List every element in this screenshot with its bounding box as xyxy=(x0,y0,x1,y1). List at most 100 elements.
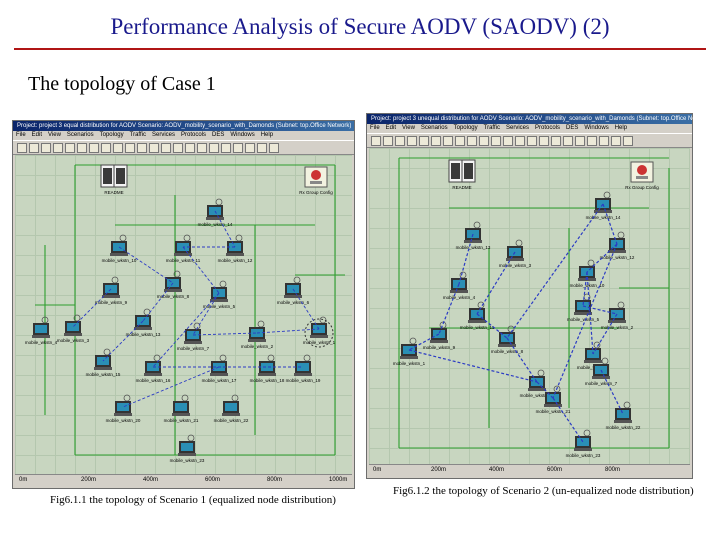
left-mobile-workstation-node[interactable]: mobile_wkstn_14 xyxy=(198,198,233,227)
right-mobile-workstation-node[interactable]: mobile_wkstn_3 xyxy=(499,239,532,268)
right-mobile-workstation-node[interactable]: mobile_wkstn_5 xyxy=(567,293,600,322)
right-toolbar-button[interactable] xyxy=(623,136,633,146)
left-menu-item[interactable]: Services xyxy=(151,132,175,138)
left-toolbar-button[interactable] xyxy=(17,143,27,153)
left-mobile-workstation-node[interactable]: mobile_wkstn_7 xyxy=(177,322,210,351)
right-toolbar-button[interactable] xyxy=(599,136,609,146)
left-menu-item[interactable]: Topology xyxy=(99,132,124,138)
left-mobile-workstation-node[interactable]: mobile_wkstn_5 xyxy=(203,280,236,309)
left-mobile-workstation-node[interactable]: mobile_wkstn_16 xyxy=(136,354,171,383)
left-toolbar-button[interactable] xyxy=(125,143,135,153)
left-toolbar-button[interactable] xyxy=(77,143,87,153)
right-menu-item[interactable]: Edit xyxy=(385,125,397,131)
left-readme-book-icon[interactable]: README xyxy=(100,164,128,195)
left-toolbar-button[interactable] xyxy=(101,143,111,153)
left-toolbar-button[interactable] xyxy=(209,143,219,153)
left-mobile-workstation-node[interactable]: mobile_wkstn_4 xyxy=(25,316,58,345)
right-mobile-workstation-node[interactable]: mobile_wkstn_2 xyxy=(601,301,634,330)
right-menu-item[interactable]: DES xyxy=(566,125,579,131)
right-toolbar-button[interactable] xyxy=(407,136,417,146)
left-menu-item[interactable]: DES xyxy=(212,132,225,138)
left-mobile-workstation-node[interactable]: mobile_wkstn_17 xyxy=(202,354,237,383)
left-menu-item[interactable]: Scenarios xyxy=(66,132,94,138)
left-toolbar-button[interactable] xyxy=(137,143,147,153)
left-mobile-workstation-node[interactable]: mobile_wkstn_15 xyxy=(86,348,121,377)
right-menu-item[interactable]: View xyxy=(402,125,415,131)
left-toolbar-button[interactable] xyxy=(233,143,243,153)
left-mobile-workstation-node[interactable]: mobile_wkstn_20 xyxy=(106,394,141,423)
right-toolbar-button[interactable] xyxy=(419,136,429,146)
left-toolbar-button[interactable] xyxy=(245,143,255,153)
left-menu-item[interactable]: Traffic xyxy=(129,132,146,138)
right-toolbar-button[interactable] xyxy=(395,136,405,146)
left-mobile-workstation-node[interactable]: mobile_wkstn_21 xyxy=(164,394,199,423)
right-menu-item[interactable]: Scenarios xyxy=(420,125,448,131)
right-toolbar-button[interactable] xyxy=(467,136,477,146)
right-menu-item[interactable]: Services xyxy=(505,125,529,131)
left-menu-item[interactable]: Help xyxy=(260,132,274,138)
right-toolbar-button[interactable] xyxy=(551,136,561,146)
left-toolbar-button[interactable] xyxy=(89,143,99,153)
left-toolbar-button[interactable] xyxy=(173,143,183,153)
right-toolbar-button[interactable] xyxy=(371,136,381,146)
right-toolbar-button[interactable] xyxy=(443,136,453,146)
left-mobile-workstation-node[interactable]: mobile_wkstn_12 xyxy=(218,234,253,263)
left-mobile-workstation-node[interactable]: mobile_wkstn_23 xyxy=(170,434,205,463)
right-mobile-workstation-node[interactable]: mobile_wkstn_13 xyxy=(456,221,491,250)
left-menu-item[interactable]: View xyxy=(48,132,61,138)
right-toolbar-button[interactable] xyxy=(491,136,501,146)
right-menu-item[interactable]: Protocols xyxy=(535,125,561,131)
left-mobile-workstation-node[interactable]: mobile_wkstn_18 xyxy=(250,354,285,383)
left-toolbar-button[interactable] xyxy=(29,143,39,153)
left-toolbar-button[interactable] xyxy=(161,143,171,153)
left-menu-item[interactable]: File xyxy=(16,132,26,138)
right-mobile-workstation-node[interactable]: mobile_wkstn_22 xyxy=(606,401,641,430)
right-menu-item[interactable]: Traffic xyxy=(483,125,500,131)
left-toolbar-button[interactable] xyxy=(185,143,195,153)
right-menu-item[interactable]: Topology xyxy=(453,125,478,131)
left-toolbar-button[interactable] xyxy=(113,143,123,153)
left-menu-item[interactable]: Protocols xyxy=(181,132,207,138)
left-toolbar-button[interactable] xyxy=(221,143,231,153)
right-toolbar-button[interactable] xyxy=(611,136,621,146)
left-toolbar-button[interactable] xyxy=(269,143,279,153)
right-toolbar-button[interactable] xyxy=(587,136,597,146)
right-toolbar-button[interactable] xyxy=(539,136,549,146)
right-toolbar-button[interactable] xyxy=(431,136,441,146)
left-toolbar-button[interactable] xyxy=(149,143,159,153)
left-mobile-workstation-node[interactable]: mobile_wkstn_10 xyxy=(102,234,137,263)
left-mobile-workstation-node[interactable]: mobile_wkstn_6 xyxy=(277,276,310,305)
right-toolbar-button[interactable] xyxy=(383,136,393,146)
left-toolbar-button[interactable] xyxy=(53,143,63,153)
left-mobile-workstation-node[interactable]: mobile_wkstn_3 xyxy=(57,314,90,343)
right-toolbar-button[interactable] xyxy=(503,136,513,146)
left-mobile-workstation-node[interactable]: mobile_wkstn_11 xyxy=(166,234,201,263)
right-toolbar-button[interactable] xyxy=(563,136,573,146)
left-mobile-workstation-node[interactable]: mobile_wkstn_22 xyxy=(214,394,249,423)
left-menu-item[interactable]: Windows xyxy=(230,132,255,138)
left-mobile-workstation-node[interactable]: mobile_wkstn_2 xyxy=(241,320,274,349)
left-menu-item[interactable]: Edit xyxy=(31,132,43,138)
right-mobile-workstation-node[interactable]: mobile_wkstn_4 xyxy=(443,271,476,300)
left-toolbar-button[interactable] xyxy=(257,143,267,153)
right-mobile-workstation-node[interactable]: mobile_wkstn_8 xyxy=(491,325,524,354)
right-menu-item[interactable]: Windows xyxy=(584,125,609,131)
left-mobile-workstation-node[interactable]: mobile_wkstn_19 xyxy=(286,354,321,383)
left-toolbar-button[interactable] xyxy=(197,143,207,153)
right-menu-item[interactable]: Help xyxy=(614,125,628,131)
right-toolbar-button[interactable] xyxy=(515,136,525,146)
right-readme-book-icon[interactable]: README xyxy=(448,159,476,190)
left-toolbar-button[interactable] xyxy=(41,143,51,153)
right-toolbar-button[interactable] xyxy=(527,136,537,146)
right-toolbar-button[interactable] xyxy=(455,136,465,146)
left-toolbar-button[interactable] xyxy=(65,143,75,153)
left-rx-group-config-icon[interactable]: Rx Group Config xyxy=(299,166,333,195)
right-rx-group-config-icon[interactable]: Rx Group Config xyxy=(625,161,659,190)
right-menu-item[interactable]: File xyxy=(370,125,380,131)
right-mobile-workstation-node[interactable]: mobile_wkstn_9 xyxy=(423,321,456,350)
right-mobile-workstation-node[interactable]: mobile_wkstn_1 xyxy=(393,337,426,366)
right-toolbar-button[interactable] xyxy=(575,136,585,146)
right-mobile-workstation-node[interactable]: mobile_wkstn_23 xyxy=(566,429,601,458)
